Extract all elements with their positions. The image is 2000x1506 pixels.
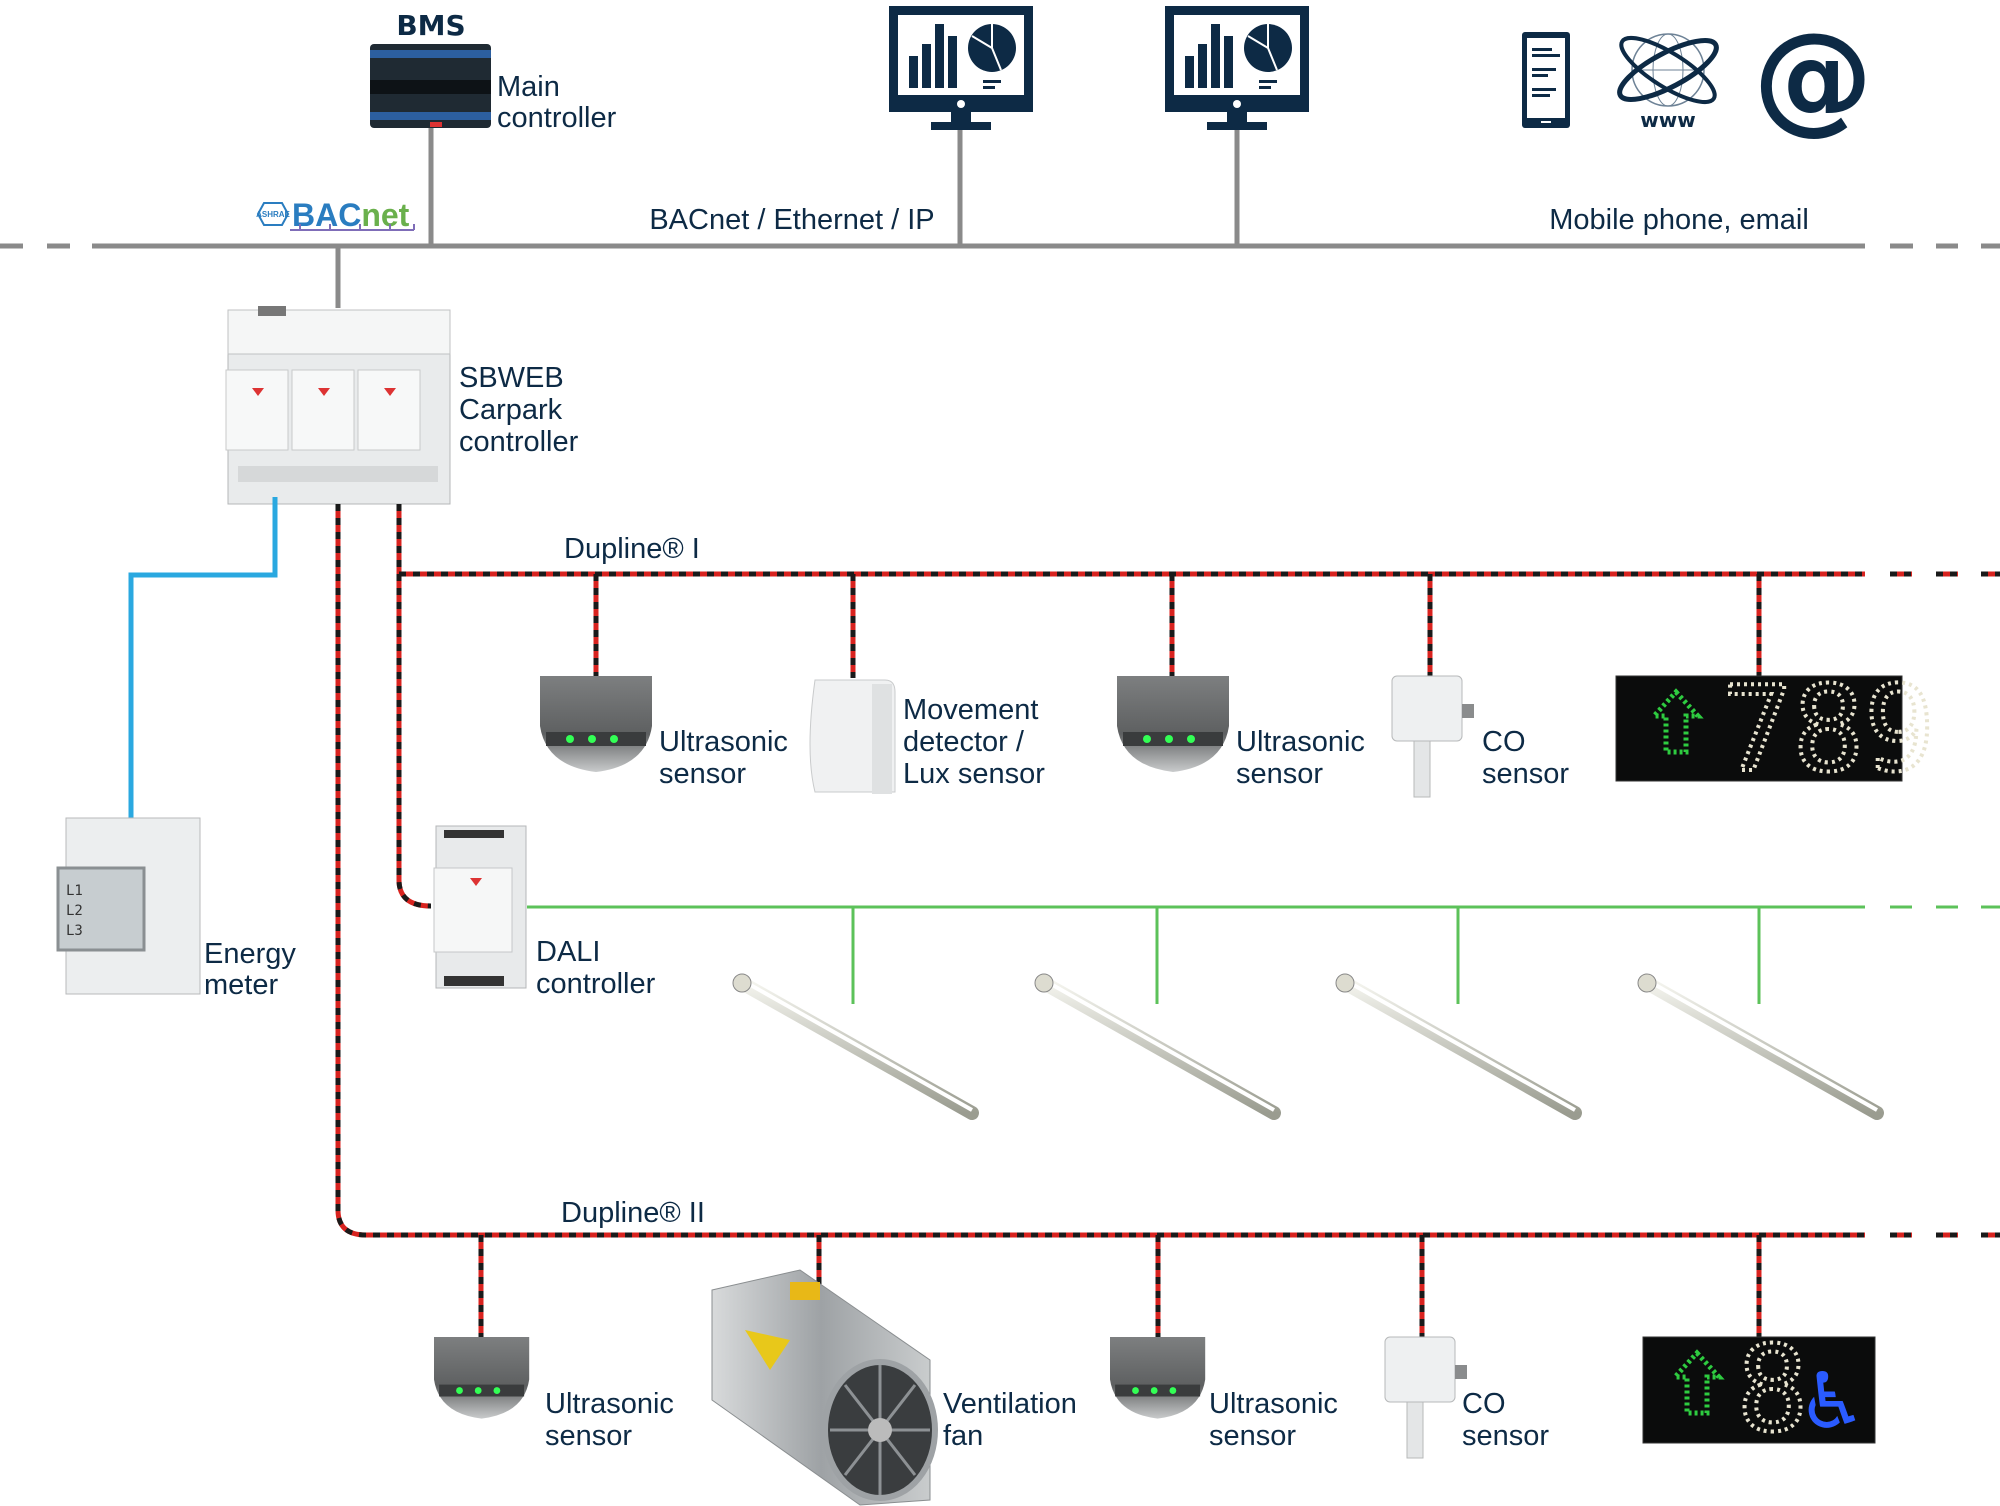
ultrasonic-sensor-device — [434, 1337, 530, 1419]
svg-text:L3: L3 — [66, 923, 83, 939]
dupline-1-bus — [396, 504, 2000, 909]
ventilation-fan-device — [711, 1269, 938, 1506]
monitor-dashboard-icon — [888, 5, 1034, 131]
bacnet-logo: ASHRAE BACnet — [256, 197, 415, 233]
mobile-phone-email-label: Mobile phone, email — [1549, 204, 1809, 236]
parking-guidance-sign-accessible: 8 ♿ — [1642, 1318, 1876, 1460]
energy-meter-device: L1 L2 L3 — [56, 817, 201, 995]
svg-text:BACnet: BACnet — [292, 197, 410, 233]
svg-text:ASHRAE: ASHRAE — [256, 210, 290, 219]
parking-guidance-sign: 789 — [1615, 658, 1937, 800]
main-controller-device — [370, 44, 491, 128]
bms-label: BMS — [396, 9, 465, 42]
ultrasonic-sensor-device — [540, 676, 652, 772]
email-at-icon: @ — [1753, 8, 1873, 147]
mobile-phone-icon — [1522, 32, 1570, 128]
free-spaces-count: 8 — [1737, 1320, 1808, 1458]
monitor-dashboard-icon — [1164, 5, 1310, 131]
led-luminaire-device — [1035, 974, 1274, 1113]
dali-controller-device — [433, 825, 527, 989]
svg-text:www: www — [1640, 108, 1695, 132]
co-sensor-device — [1391, 675, 1475, 798]
dupline-2-bus — [335, 504, 2000, 1339]
arrow-up-icon — [1669, 1349, 1725, 1416]
dali-bus — [527, 905, 2000, 1004]
ultrasonic-sensor-device — [1110, 1337, 1206, 1419]
energy-meter-link — [128, 497, 278, 818]
co-sensor-device — [1384, 1336, 1468, 1459]
dupline-1-label: Dupline® I — [564, 533, 700, 565]
sbweb-carpark-controller-device — [225, 306, 451, 505]
led-luminaire-device — [1336, 974, 1575, 1113]
svg-text:L1: L1 — [66, 883, 83, 899]
bacnet-ethernet-ip-label: BACnet / Ethernet / IP — [649, 204, 934, 236]
arrow-up-icon — [1648, 688, 1704, 755]
svg-text:L2: L2 — [66, 903, 83, 919]
free-spaces-count: 789 — [1722, 660, 1935, 798]
movement-detector-device — [809, 679, 896, 794]
globe-www-icon: www — [1617, 33, 1719, 132]
wheelchair-icon: ♿ — [1797, 1357, 1867, 1447]
ultrasonic-sensor-device — [1117, 676, 1229, 772]
dupline-2-label: Dupline® II — [561, 1197, 705, 1229]
ethernet-bus — [0, 128, 2000, 308]
